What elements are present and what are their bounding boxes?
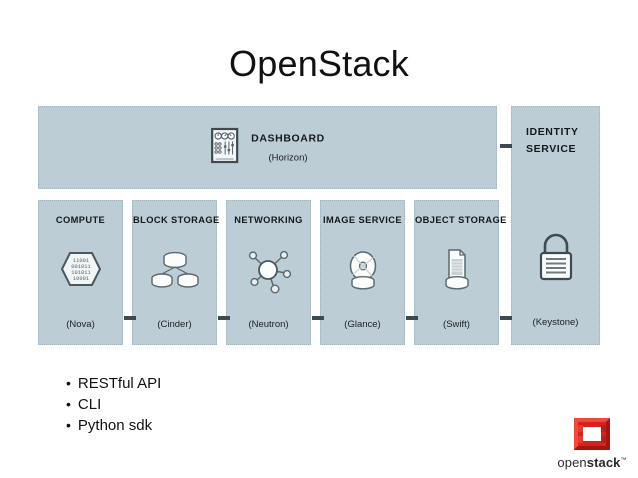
bullet-label: RESTful API xyxy=(77,375,162,392)
panel-compute: COMPUTE 11001 001011 101011 10001 (Nova) xyxy=(38,200,123,345)
bullet-marker: • xyxy=(66,417,71,433)
block-storage-title: BLOCK STORAGE xyxy=(133,215,220,225)
identity-title-line2: SERVICE xyxy=(526,142,577,155)
networking-project: (Neutron) xyxy=(248,319,289,330)
panel-image-service: IMAGE SERVICE (Glance) xyxy=(320,200,405,345)
bullet-marker: • xyxy=(66,396,71,412)
dashboard-project: (Horizon) xyxy=(268,152,308,163)
object-storage-title: OBJECT STORAGE xyxy=(415,215,507,225)
identity-service-project: (Keystone) xyxy=(532,317,579,328)
object-storage-project: (Swift) xyxy=(443,319,470,330)
bullet-label: CLI xyxy=(77,396,102,413)
openstack-wordmark: openstack™ xyxy=(552,455,632,470)
disk-stack-icon xyxy=(133,247,216,291)
panel-block-storage: BLOCK STORAGE (Cinder) xyxy=(132,200,220,345)
list-item: • CLI xyxy=(66,394,161,415)
panel-identity-service: IDENTITY SERVICE (Keystone) xyxy=(511,106,600,345)
network-nodes-icon xyxy=(227,247,310,295)
panel-object-storage: OBJECT STORAGE (Swift) xyxy=(414,200,507,345)
openstack-architecture-diagram: DASHBOARD (Horizon) COMPUTE 11001 001011… xyxy=(38,106,600,345)
panel-networking: NETWORKING (Neutr xyxy=(226,200,311,345)
connector-dash xyxy=(500,144,512,148)
svg-text:001011: 001011 xyxy=(71,264,90,270)
compute-project: (Nova) xyxy=(66,319,95,330)
wordmark-open: open xyxy=(557,455,587,470)
svg-text:11001: 11001 xyxy=(72,258,88,264)
networking-title: NETWORKING xyxy=(234,215,303,225)
page-title: OpenStack xyxy=(229,43,409,84)
connector-dash xyxy=(218,316,230,320)
panel-dashboard: DASHBOARD (Horizon) xyxy=(38,106,497,189)
image-service-project: (Glance) xyxy=(344,319,381,330)
compute-title: COMPUTE xyxy=(55,215,106,225)
identity-service-title: IDENTITY SERVICE xyxy=(526,124,579,158)
document-on-base-icon xyxy=(415,247,498,293)
identity-title-line1: IDENTITY xyxy=(526,126,579,138)
control-panel-icon xyxy=(210,127,238,168)
connector-dash xyxy=(124,316,136,320)
connector-dash xyxy=(312,316,324,320)
openstack-logo: openstack™ xyxy=(552,414,632,472)
bullet-list: • RESTful API • CLI • Python sdk xyxy=(66,373,161,436)
openstack-square-logo xyxy=(570,414,614,459)
svg-text:10001: 10001 xyxy=(72,276,88,282)
bullet-marker: • xyxy=(66,375,71,391)
list-item: • Python sdk xyxy=(66,415,161,436)
block-storage-project: (Cinder) xyxy=(157,319,192,330)
optical-disc-icon xyxy=(321,247,404,293)
connector-dash xyxy=(500,316,512,320)
connector-dash xyxy=(406,316,418,320)
svg-text:101011: 101011 xyxy=(71,270,90,276)
list-item: • RESTful API xyxy=(66,373,161,394)
bullet-label: Python sdk xyxy=(77,417,153,434)
trademark-symbol: ™ xyxy=(620,457,627,464)
wordmark-stack: stack xyxy=(586,455,621,470)
binary-hexagon-icon: 11001 001011 101011 10001 xyxy=(39,247,122,291)
image-service-title: IMAGE SERVICE xyxy=(323,215,402,225)
dashboard-title: DASHBOARD xyxy=(251,132,325,144)
padlock-icon xyxy=(533,229,579,288)
